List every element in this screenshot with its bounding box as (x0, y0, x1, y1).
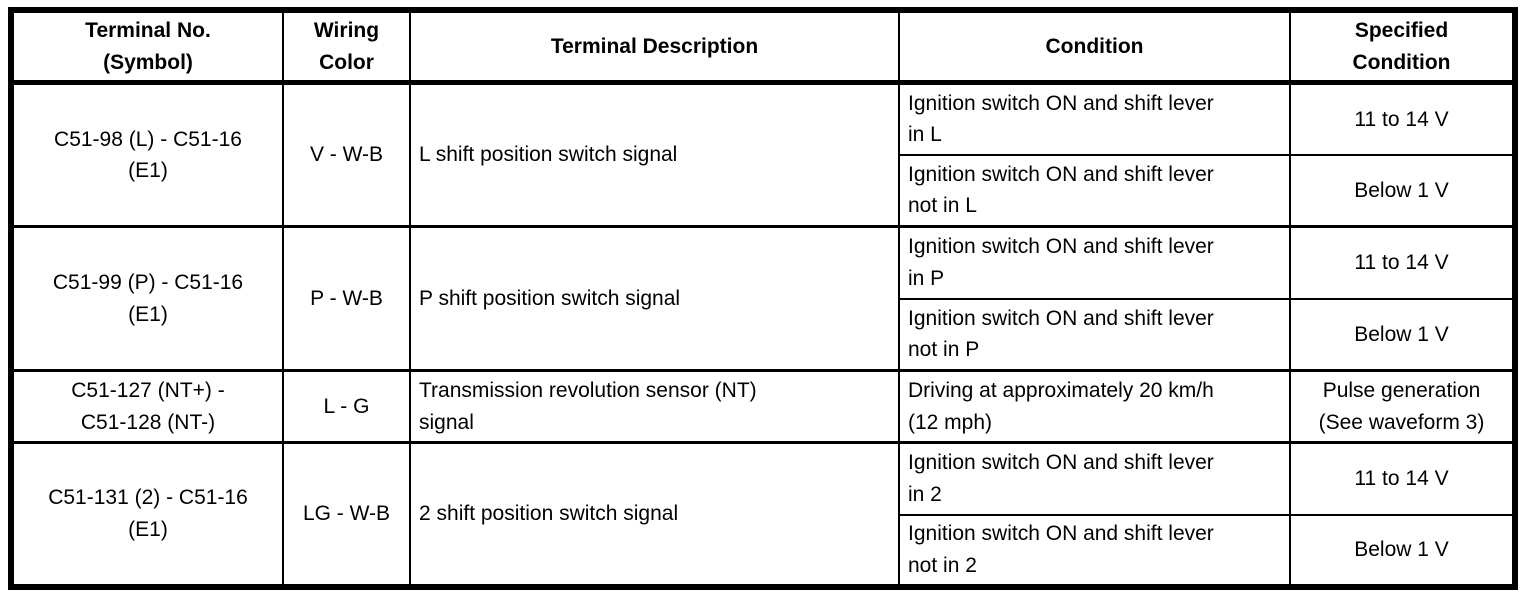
condition-cell: Ignition switch ON and shift lever in P (898, 225, 1291, 300)
specified-condition-cell: 11 to 14 V (1289, 225, 1516, 300)
condition-cell: Ignition switch ON and shift lever not i… (898, 297, 1291, 372)
col-header-condition: Condition (898, 9, 1291, 85)
specified-condition-cell: 11 to 14 V (1289, 81, 1516, 156)
condition-cell: Ignition switch ON and shift lever not i… (898, 153, 1291, 228)
specified-condition-cell: Below 1 V (1289, 297, 1516, 372)
terminal-description-cell: Transmission revolution sensor (NT) sign… (409, 369, 900, 444)
header-row: Terminal No. (Symbol) Wiring Color Termi… (10, 9, 1516, 85)
specified-condition-cell: Below 1 V (1289, 513, 1516, 588)
col-header-wiring-color: Wiring Color (282, 9, 411, 85)
terminal-cell: C51-99 (P) - C51-16 (E1) (10, 225, 284, 372)
terminal-description-cell: P shift position switch signal (409, 225, 900, 372)
wiring-color-cell: V - W-B (282, 81, 411, 228)
wiring-color-cell: L - G (282, 369, 411, 444)
wiring-color-cell: LG - W-B (282, 441, 411, 588)
terminal-cell: C51-131 (2) - C51-16 (E1) (10, 441, 284, 588)
col-header-specified-condition: Specified Condition (1289, 9, 1516, 85)
table-subrow: Ignition switch ON and shift lever not i… (11, 153, 1516, 228)
table-row: C51-127 (NT+) - C51-128 (NT-) L - G Tran… (10, 369, 1516, 444)
wiring-color-cell: P - W-B (282, 225, 411, 372)
condition-cell: Driving at approximately 20 km/h (12 mph… (898, 369, 1291, 444)
col-header-terminal-no: Terminal No. (Symbol) (10, 9, 284, 85)
terminal-condition-table: Terminal No. (Symbol) Wiring Color Termi… (8, 7, 1518, 590)
table-subrow: Ignition switch ON and shift lever not i… (11, 297, 1516, 372)
terminal-cell: C51-127 (NT+) - C51-128 (NT-) (10, 369, 284, 444)
table-row: C51-98 (L) - C51-16 (E1) V - W-B L shift… (10, 81, 1516, 228)
terminal-description-cell: L shift position switch signal (409, 81, 900, 228)
condition-cell: Ignition switch ON and shift lever in 2 (898, 441, 1291, 516)
condition-cell: Ignition switch ON and shift lever in L (898, 81, 1291, 156)
table-row: C51-131 (2) - C51-16 (E1) LG - W-B 2 shi… (10, 441, 1516, 588)
specified-condition-cell: Below 1 V (1289, 153, 1516, 228)
table-row: C51-99 (P) - C51-16 (E1) P - W-B P shift… (10, 225, 1516, 372)
condition-cell: Ignition switch ON and shift lever not i… (898, 513, 1291, 588)
col-header-terminal-description: Terminal Description (409, 9, 900, 85)
terminal-description-cell: 2 shift position switch signal (409, 441, 900, 588)
terminal-cell: C51-98 (L) - C51-16 (E1) (10, 81, 284, 228)
specified-condition-cell: 11 to 14 V (1289, 441, 1516, 516)
specified-condition-cell: Pulse generation (See waveform 3) (1289, 369, 1516, 444)
table-subrow: Ignition switch ON and shift lever not i… (11, 513, 1516, 588)
